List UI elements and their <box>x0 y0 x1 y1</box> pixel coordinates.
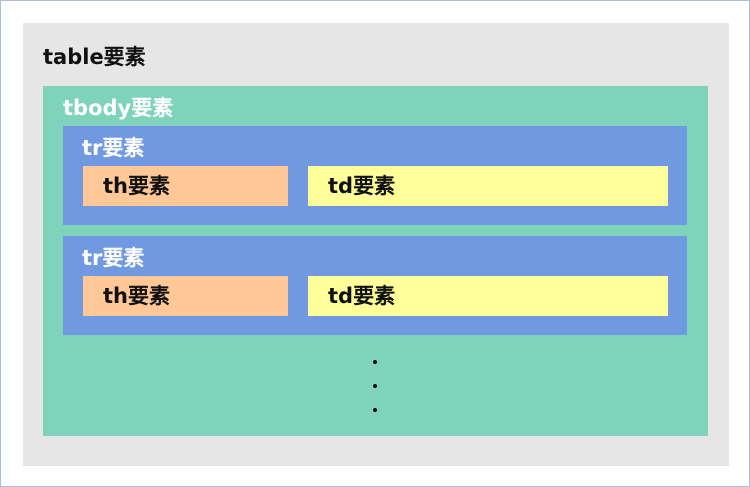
td-element-cell: td要素 <box>308 166 668 206</box>
td-element-cell: td要素 <box>308 276 668 316</box>
tbody-element-label: tbody要素 <box>63 96 174 120</box>
table-element-label: table要素 <box>43 45 146 69</box>
continuation-dot <box>373 360 377 364</box>
tbody-element-box: tbody要素 tr要素 th要素 td要素 tr要素 th要素 td要素 <box>43 86 708 436</box>
tr-element-label: tr要素 <box>82 136 145 160</box>
continuation-dot <box>373 384 377 388</box>
tr-element-box-1: tr要素 th要素 td要素 <box>63 126 687 225</box>
tr-element-box-2: tr要素 th要素 td要素 <box>63 236 687 335</box>
table-element-box: table要素 tbody要素 tr要素 th要素 td要素 tr要素 th要素… <box>23 23 729 466</box>
tr-element-label: tr要素 <box>82 246 145 270</box>
th-element-cell: th要素 <box>83 166 288 206</box>
th-element-cell: th要素 <box>83 276 288 316</box>
continuation-dot <box>373 408 377 412</box>
